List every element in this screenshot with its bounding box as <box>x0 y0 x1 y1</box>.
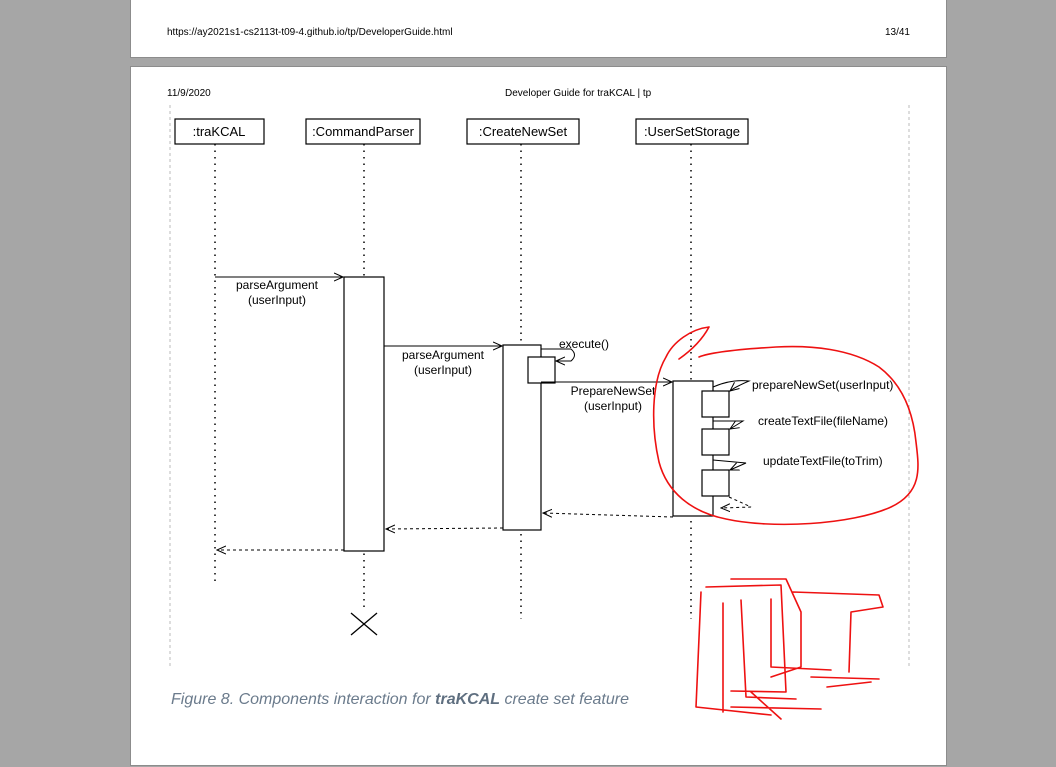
destroy-marker-line-b <box>350 612 378 636</box>
participant-box-usersetstorage <box>635 118 749 145</box>
message-label-m3: execute() <box>559 337 609 351</box>
annotation-red-scribbles <box>652 326 919 720</box>
annotation-scribble <box>695 578 884 720</box>
page-title: Developer Guide for traKCAL | tp <box>505 88 652 99</box>
message-arrow-execute <box>541 348 575 361</box>
participant-box-createnewset <box>466 118 580 145</box>
activation-updatetextfile <box>701 469 730 497</box>
page-date: 11/9/2020 <box>167 88 211 99</box>
page-url[interactable]: https://ay2021s1-cs2113t-t09-4.github.io… <box>167 27 453 38</box>
message-label-m2-line1: parseArgument <box>402 348 485 362</box>
message-arrow-updatetextfile <box>712 459 747 470</box>
activation-createtextfile <box>701 428 730 456</box>
browser-print-header: https://ay2021s1-cs2113t-t09-4.github.io… <box>130 0 947 58</box>
caption-suffix: create set feature <box>500 691 629 708</box>
participant-box-trakcal <box>174 118 265 145</box>
message-label-m7: updateTextFile(toTrim) <box>763 454 883 468</box>
message-arrow-preparenewset-self <box>712 380 751 391</box>
message-label-m1-line1: parseArgument <box>236 278 319 292</box>
figure-caption: Figure 8. Components interaction for tra… <box>171 691 629 709</box>
return-arrow-createnewset <box>386 528 504 529</box>
sequence-diagram: :traKCAL :CommandParser :CreateNewSet :U… <box>169 105 919 720</box>
message-label-m5: prepareNewSet(userInput) <box>752 378 893 392</box>
caption-bold: traKCAL <box>435 691 501 708</box>
message-label-m2-line2: (userInput) <box>414 363 472 377</box>
participant-label-usersetstorage: :UserSetStorage <box>644 124 740 139</box>
return-arrow-usersetstorage <box>543 513 674 517</box>
caption-prefix: Figure 8. Components interaction for <box>171 691 436 708</box>
participant-label-createnewset: :CreateNewSet <box>479 124 568 139</box>
document-page: 11/9/2020 Developer Guide for traKCAL | … <box>130 66 947 766</box>
message-label-m4-line2: (userInput) <box>584 399 642 413</box>
return-arrow-updatetextfile <box>721 496 752 508</box>
activation-preparenewset <box>701 390 730 418</box>
participant-box-commandparser <box>305 118 421 145</box>
activation-commandparser <box>343 276 385 552</box>
activation-execute <box>527 356 556 384</box>
participant-label-trakcal: :traKCAL <box>193 124 246 139</box>
message-label-m1-line2: (userInput) <box>248 293 306 307</box>
page-count: 13/41 <box>884 27 910 38</box>
message-label-m4-line1: PrepareNewSet <box>571 384 656 398</box>
message-arrow-createtextfile <box>713 420 745 429</box>
participant-label-commandparser: :CommandParser <box>312 124 415 139</box>
annotation-circle <box>652 326 919 526</box>
message-label-m6: createTextFile(fileName) <box>758 414 888 428</box>
